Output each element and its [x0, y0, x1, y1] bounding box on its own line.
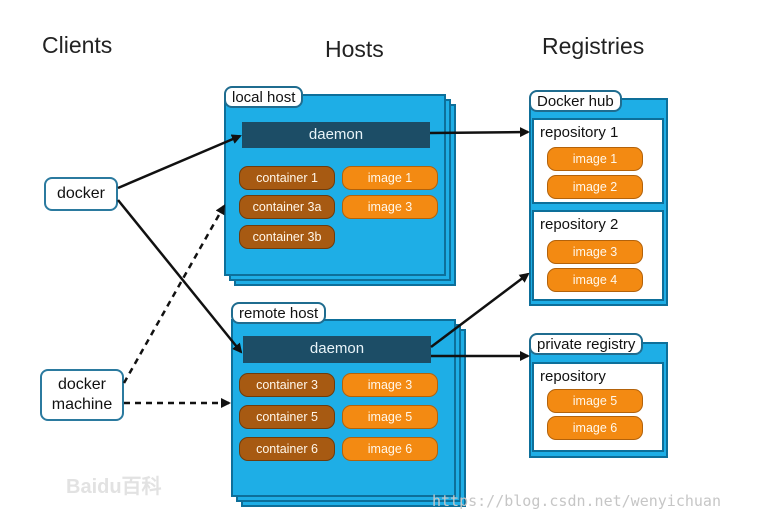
remote-host-label: remote host [231, 302, 327, 324]
arrow-docker-to-remote-daemon [117, 199, 243, 354]
clients-header: Clients [42, 32, 113, 58]
remote-container-5: container 5 [239, 405, 335, 429]
csdn-url-watermark: https://blog.csdn.net/wenyichuan [432, 492, 721, 510]
local-daemon: daemon [242, 122, 430, 148]
docker-hub-label: Docker hub [529, 90, 622, 112]
hub-repo2-image-4: image 4 [547, 268, 643, 292]
arrow-local-daemon-to-hub [429, 127, 530, 138]
docker-client-label: docker [56, 185, 106, 202]
docker-client: docker [44, 177, 118, 211]
local-container-1: container 1 [239, 166, 335, 190]
arrow-docker-to-local-daemon [117, 134, 242, 190]
private-image-6: image 6 [547, 416, 643, 440]
docker-machine-label-line1: docker [57, 376, 107, 393]
hub-repo1-image-1: image 1 [547, 147, 643, 171]
local-host-label: local host [224, 86, 304, 108]
private-repository-label: repository [540, 368, 606, 385]
repository-2-label: repository 2 [540, 216, 619, 233]
local-image-1: image 1 [342, 166, 438, 190]
local-image-3: image 3 [342, 195, 438, 219]
baidu-watermark: Baidu百科 [66, 476, 162, 498]
local-container-3a: container 3a [239, 195, 335, 219]
docker-machine-client: docker machine [40, 369, 124, 421]
private-registry-label: private registry [529, 333, 644, 355]
private-image-5: image 5 [547, 389, 643, 413]
arrow-remote-daemon-to-hub [430, 272, 530, 348]
registries-header: Registries [542, 33, 645, 59]
remote-daemon: daemon [243, 336, 431, 363]
arrow-machine-to-local-host [122, 204, 226, 384]
docker-machine-label-line2: machine [51, 396, 113, 413]
hub-repo2-image-3: image 3 [547, 240, 643, 264]
hub-repo1-image-2: image 2 [547, 175, 643, 199]
remote-image-6: image 6 [342, 437, 438, 461]
remote-container-3: container 3 [239, 373, 335, 397]
local-container-3b: container 3b [239, 225, 335, 249]
repository-1-label: repository 1 [540, 124, 619, 141]
remote-container-6: container 6 [239, 437, 335, 461]
remote-image-5: image 5 [342, 405, 438, 429]
remote-image-3: image 3 [342, 373, 438, 397]
hosts-header: Hosts [325, 36, 384, 62]
